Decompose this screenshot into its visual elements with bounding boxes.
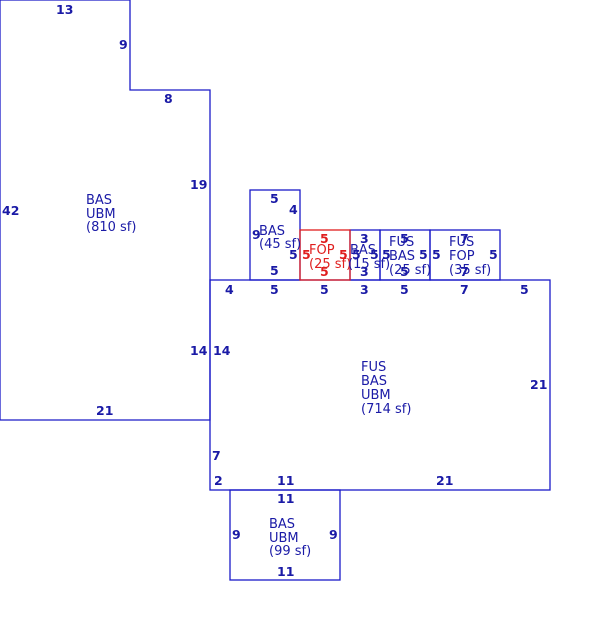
dim-sbas-right-4: 4 [289, 202, 298, 217]
main-upper-outline [0, 0, 211, 421]
dim-fop-bottom-5: 5 [320, 264, 329, 279]
area-bas15-line1: BAS [350, 243, 376, 258]
dim-inner-14b: 14 [213, 343, 231, 358]
dim-bottom-21b: 21 [436, 473, 453, 488]
area-fop-line2: (25 sf) [309, 257, 351, 272]
dim-b15-bottom-3: 3 [360, 264, 369, 279]
area-lower-line2: BAS [361, 374, 387, 389]
area-lower-line4: (714 sf) [361, 402, 411, 417]
area-bottom-line1: BAS [269, 517, 295, 532]
dim-f25-left-5: 5 [382, 247, 391, 262]
area-lower-line3: UBM [361, 388, 391, 403]
dim-sbas-top-5: 5 [270, 191, 279, 206]
dim-top-5d: 5 [520, 282, 529, 297]
dim-right-9: 9 [119, 37, 128, 52]
dim-b15-right-5: 5 [370, 247, 379, 262]
dim-fop-right-5: 5 [339, 247, 348, 262]
area-fusfop-line1: FUS [449, 235, 474, 250]
area-fusfop-line3: (35 sf) [449, 263, 491, 278]
dim-left-7: 7 [212, 448, 221, 463]
dim-ff-bottom-7: 7 [460, 264, 469, 279]
area-fus25-line3: (25 sf) [389, 263, 431, 278]
dim-sbas-left-9: 9 [252, 227, 261, 242]
dim-b15-left-5: 5 [352, 247, 361, 262]
dim-sbas-right-5: 5 [289, 247, 298, 262]
area-smallbas-line2: (45 sf) [259, 237, 301, 252]
area-upper-line2: UBM [86, 207, 116, 222]
dim-left-42: 42 [2, 203, 19, 218]
dim-top-5c: 5 [400, 282, 409, 297]
area-fop-line1: FOP [309, 243, 335, 258]
dim-bot-right-9: 9 [329, 527, 338, 542]
dim-step-8: 8 [164, 91, 173, 106]
dim-fop-left-5: 5 [302, 247, 311, 262]
fop-red-outline [299, 229, 351, 281]
area-lower-line1: FUS [361, 360, 386, 375]
dim-ff-left-5: 5 [432, 247, 441, 262]
area-smallbas-line1: BAS [259, 224, 285, 239]
dim-right-21: 21 [530, 377, 547, 392]
dim-sbas-bottom-5: 5 [270, 263, 279, 278]
fus-fop-outline [429, 229, 501, 281]
area-bottom-line3: (99 sf) [269, 544, 311, 559]
area-bas15-line2: (15 sf) [348, 257, 390, 272]
dim-top-3: 3 [360, 282, 369, 297]
area-fus25-line2: BAS [389, 249, 415, 264]
dim-bottom-2: 2 [214, 473, 223, 488]
area-fusfop-line2: FOP [449, 249, 475, 264]
dim-right-19: 19 [190, 177, 207, 192]
area-upper-line1: BAS [86, 193, 112, 208]
dim-bot-bottom-11: 11 [277, 564, 294, 579]
dim-fop-top-5: 5 [320, 231, 329, 246]
dim-top-7: 7 [460, 282, 469, 297]
dim-bot-top-11: 11 [277, 491, 294, 506]
dim-inner-14a: 14 [190, 343, 208, 358]
dim-f25-right-5: 5 [419, 247, 428, 262]
dim-top-5b: 5 [320, 282, 329, 297]
dim-ff-right-5: 5 [489, 247, 498, 262]
dim-ff-top-7: 7 [460, 231, 469, 246]
area-bottom-line2: UBM [269, 531, 299, 546]
dim-f25-bottom-5: 5 [400, 264, 409, 279]
dim-bottom-11: 11 [277, 473, 294, 488]
dim-top-13: 13 [56, 2, 73, 17]
area-upper-line3: (810 sf) [86, 220, 136, 235]
dim-top-4: 4 [225, 282, 234, 297]
dim-bot-left-9: 9 [232, 527, 241, 542]
dim-top-5a: 5 [270, 282, 279, 297]
area-fus25-line1: FUS [389, 235, 414, 250]
bottom-addition-outline [229, 489, 341, 581]
dim-bottom-21: 21 [96, 403, 113, 418]
dim-b15-top-3: 3 [360, 231, 369, 246]
dim-f25-top-5: 5 [400, 231, 409, 246]
